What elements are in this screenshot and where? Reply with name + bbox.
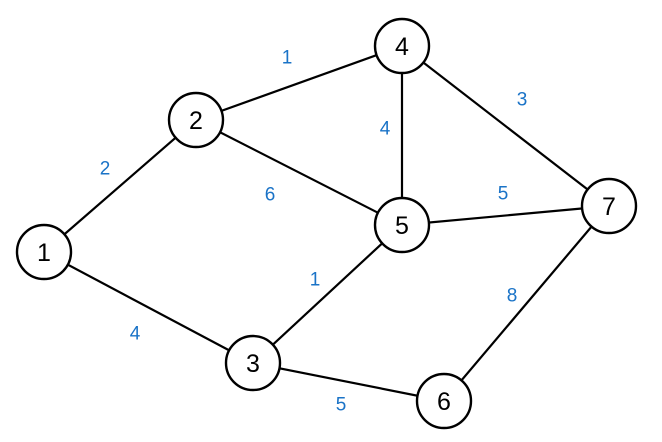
edge-weight-5-7: 5 [498, 184, 509, 205]
edge-weight-1-2: 2 [100, 159, 111, 180]
edge-weight-6-7: 8 [507, 286, 518, 307]
edge-weight-4-5: 4 [380, 119, 391, 140]
edge-5-7 [401, 204, 610, 227]
edge-weight-1-3: 4 [130, 324, 141, 345]
edge-weight-3-6: 5 [336, 395, 347, 416]
node-2: 2 [167, 91, 225, 149]
edge-1-3 [43, 251, 254, 364]
node-3: 3 [224, 334, 282, 392]
edge-3-6 [252, 361, 445, 403]
node-label-5: 5 [395, 212, 409, 240]
node-1: 1 [15, 223, 73, 281]
edge-3-5 [252, 224, 403, 364]
edge-weight-2-5: 6 [265, 185, 276, 206]
nodes-layer: 1 2 3 4 5 6 7 [15, 17, 638, 430]
node-circle-4 [373, 17, 431, 75]
node-label-2: 2 [189, 107, 203, 135]
edge-2-5 [195, 119, 403, 226]
node-circle-2 [167, 91, 225, 149]
node-label-4: 4 [395, 33, 409, 61]
edge-6-7 [443, 205, 610, 402]
node-circle-6 [415, 372, 473, 430]
node-4: 4 [373, 17, 431, 75]
node-label-7: 7 [602, 193, 616, 221]
node-label-3: 3 [246, 350, 260, 378]
edge-2-4 [195, 44, 403, 122]
edge-1-2 [43, 119, 197, 253]
node-5: 5 [373, 196, 431, 254]
edge-weight-2-4: 1 [282, 48, 293, 69]
node-label-6: 6 [437, 388, 451, 416]
edge-weights-layer: 2 4 1 6 4 3 5 1 5 8 [100, 48, 528, 416]
node-6: 6 [415, 372, 473, 430]
node-circle-1 [15, 223, 73, 281]
edge-4-7 [401, 45, 610, 207]
edge-weight-3-5: 1 [310, 270, 321, 291]
edges-layer [43, 44, 610, 403]
node-label-1: 1 [37, 239, 51, 267]
node-7: 7 [580, 177, 638, 235]
edge-weight-4-7: 3 [517, 90, 528, 111]
node-circle-7 [580, 177, 638, 235]
node-circle-3 [224, 334, 282, 392]
node-circle-5 [373, 196, 431, 254]
